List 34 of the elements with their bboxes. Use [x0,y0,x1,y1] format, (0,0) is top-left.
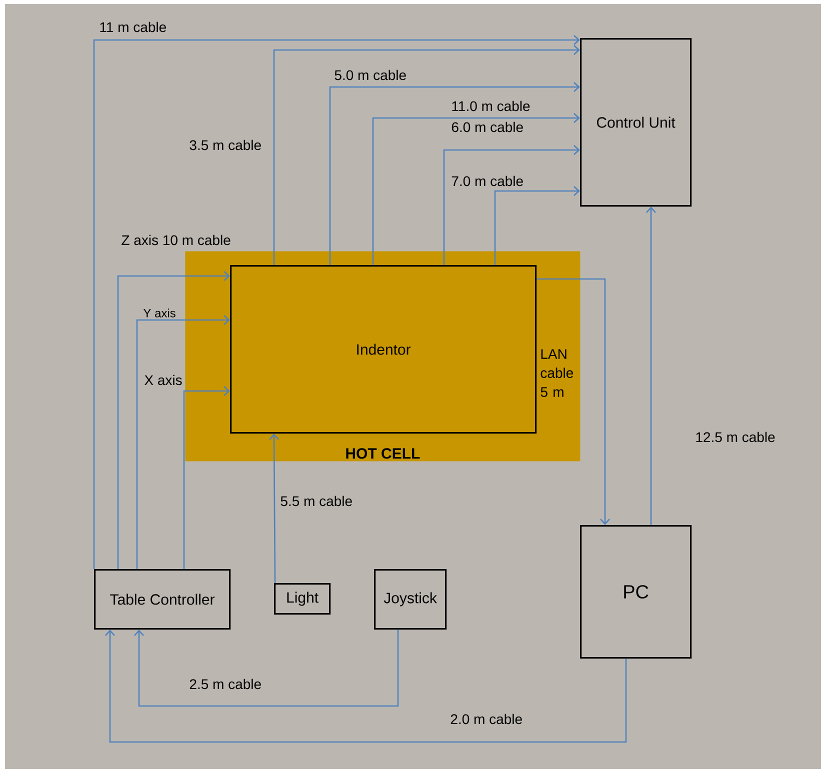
cable-arrow [329,82,580,265]
cable-arrow [93,35,580,569]
cable-arrow [136,315,230,569]
cable-arrow [105,630,627,743]
cable-arrow [372,113,580,265]
edge-label: 7.0 m cable [452,176,523,186]
cable-arrow [536,278,610,525]
joystick-box: Joystick [374,569,447,630]
pc-box: PC [580,525,692,659]
edge-label: 5.5 m cable [280,496,352,506]
cable-arrow [117,271,230,569]
cable-arrow [494,186,580,265]
light-box: Light [274,583,331,615]
cable-arrow [269,434,280,583]
indentor-box: Indentor [230,265,537,434]
cable-arrow [443,145,580,265]
edge-label: X axis [144,374,182,386]
edge-label: 5.0 m cable [334,70,406,80]
edge-label: 2.0 m cable [450,714,522,724]
edge-label: LAN cable 5 m [540,349,574,397]
edge-label: 2.5 m cable [190,678,261,690]
cable-arrow [273,45,580,265]
cable-arrow [134,630,399,707]
cable-arrow [646,206,656,525]
edge-label: 6.0 m cable [452,122,523,132]
table-controller-box: Table Controller [94,569,231,630]
edge-label: 11 m cable [100,22,166,32]
edge-label: 3.5 m cable [190,140,261,150]
edge-label: 11.0 m cable [452,100,530,112]
control-unit-box: Control Unit [580,38,692,207]
cable-arrow [183,386,230,569]
edge-label: Y axis [143,308,176,318]
edge-label: Z axis 10 m cable [122,234,230,246]
edge-label: 12.5 m cable [696,432,775,442]
